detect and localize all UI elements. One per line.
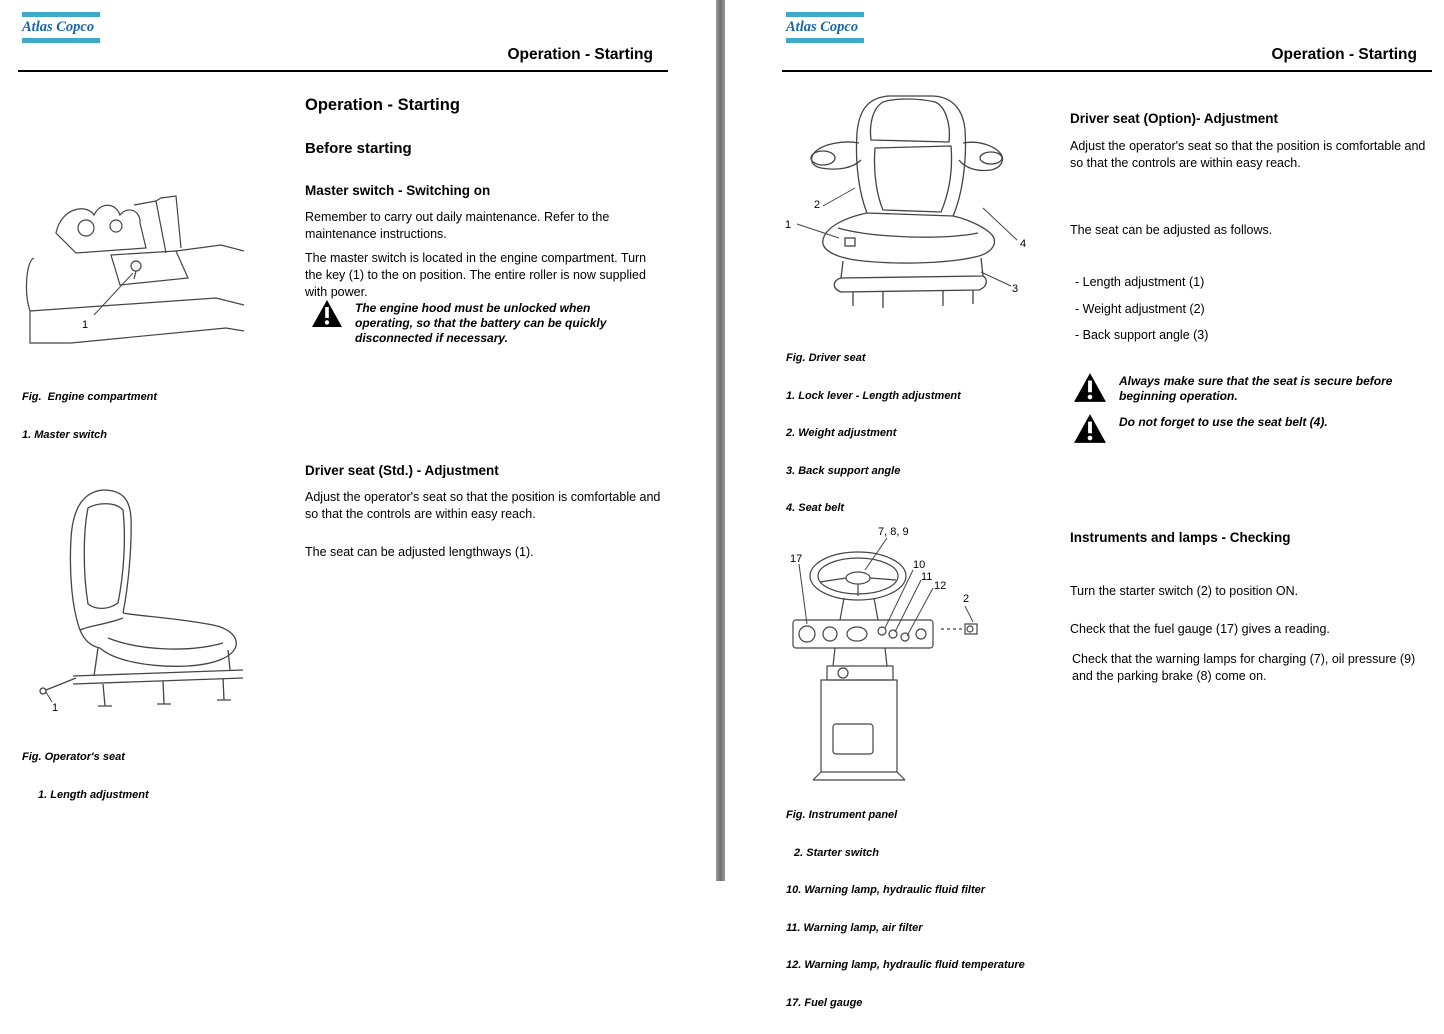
instrument-panel-figure: 7, 8, 9 17 10 11 12 2 xyxy=(783,524,1008,782)
engine-compartment-figure: 1 xyxy=(16,193,244,361)
caption-item: 1. Lock lever - Length adjustment xyxy=(786,389,961,402)
fig-driver-seat-label-3: 3 xyxy=(1012,283,1019,295)
fig-instrument-panel-caption: Fig. Instrument panel 2. Starter switch … xyxy=(786,784,1026,1034)
page-header: Operation - Starting xyxy=(507,46,653,63)
header-rule xyxy=(782,70,1432,72)
driver-seat-option-para1: Adjust the operator's seat so that the p… xyxy=(1070,139,1426,170)
caption-item: 10. Warning lamp, hydraulic fluid filter xyxy=(786,884,986,896)
manual-page-right: Atlas Copco Operation - Starting xyxy=(725,0,1444,1009)
logo-text: Atlas Copco xyxy=(786,19,859,35)
logo-bar-top xyxy=(22,12,100,17)
caption-item: 17. Fuel gauge xyxy=(786,996,863,1009)
engine-hood-warning: The engine hood must be unlocked when op… xyxy=(311,299,663,346)
caption-item: 2. Starter switch xyxy=(794,846,879,859)
caption-item: 11. Warning lamp, air filter xyxy=(786,921,923,934)
driver-seat-option-heading: Driver seat (Option)- Adjustment xyxy=(1070,111,1279,126)
caption-item: 2. Weight adjustment xyxy=(786,427,897,439)
fig-engine-label-1: 1 xyxy=(82,319,89,331)
driver-seat-option-para2: The seat can be adjusted as follows. xyxy=(1070,223,1273,237)
fig-driver-seat-label-4: 4 xyxy=(1020,238,1027,250)
operator-seat-drawing xyxy=(39,489,244,707)
driver-seat-std-para2: The seat can be adjusted lengthways (1). xyxy=(305,545,534,559)
fig-driver-seat-caption: Fig. Driver seat 1. Lock lever - Length … xyxy=(786,327,1036,540)
atlas-copco-logo: Atlas Copco xyxy=(22,12,100,43)
caption-title: Fig. Driver seat xyxy=(786,352,866,364)
instruments-heading: Instruments and lamps - Checking xyxy=(1070,530,1291,545)
engine-compartment-drawing xyxy=(25,195,244,344)
fig-driver-seat-label-2: 2 xyxy=(814,199,821,211)
atlas-copco-logo: Atlas Copco xyxy=(786,12,864,43)
seat-belt-warning: Do not forget to use the seat belt (4). xyxy=(1073,413,1429,445)
logo-text: Atlas Copco xyxy=(22,19,95,35)
driver-seat-std-heading: Driver seat (Std.) - Adjustment xyxy=(305,463,499,478)
seat-secure-warning: Always make sure that the seat is secure… xyxy=(1073,372,1429,404)
page-divider xyxy=(716,0,725,881)
driver-seat-std-para1: Adjust the operator's seat so that the p… xyxy=(305,490,661,521)
driver-seat-drawing xyxy=(796,95,1018,308)
adjustment-item: - Length adjustment (1) xyxy=(1075,275,1205,289)
section-title: Operation - Starting xyxy=(305,96,460,114)
before-starting-heading: Before starting xyxy=(305,140,412,157)
master-switch-para2: The master switch is located in the engi… xyxy=(305,251,647,299)
master-switch-heading: Master switch - Switching on xyxy=(305,183,491,198)
fig-panel-label-789: 7, 8, 9 xyxy=(878,526,909,538)
fig-panel-label-17: 17 xyxy=(790,553,803,565)
manual-page-left: Atlas Copco Operation - Starting Operati… xyxy=(0,0,717,881)
instrument-panel-drawing xyxy=(792,537,978,781)
instruments-para3: Check that the warning lamps for chargin… xyxy=(1072,652,1416,683)
fig-operator-seat-label-1: 1 xyxy=(52,702,59,714)
caption-title: Fig. Operator's seat xyxy=(22,751,125,763)
instruments-para1: Turn the starter switch (2) to position … xyxy=(1070,584,1299,598)
caption-item: 12. Warning lamp, hydraulic fluid temper… xyxy=(786,959,1025,971)
adjustment-item: - Back support angle (3) xyxy=(1075,328,1209,342)
fig-engine-caption: Fig. Engine compartment 1. Master switch xyxy=(22,366,272,466)
fig-panel-label-2: 2 xyxy=(963,593,970,605)
header-rule xyxy=(18,70,668,72)
warning-text: The engine hood must be unlocked when op… xyxy=(355,301,607,345)
instruments-para2: Check that the fuel gauge (17) gives a r… xyxy=(1070,622,1330,636)
master-switch-para1: Remember to carry out daily maintenance.… xyxy=(305,210,610,241)
warning-icon xyxy=(312,300,342,327)
adjustment-item: - Weight adjustment (2) xyxy=(1075,302,1205,316)
fig-panel-label-10: 10 xyxy=(913,559,926,571)
caption-title: Fig. Instrument panel xyxy=(786,809,898,821)
logo-bar-bottom xyxy=(22,38,100,43)
fig-panel-label-12: 12 xyxy=(934,580,947,592)
caption-item: 3. Back support angle xyxy=(786,464,901,477)
caption-title: Fig. Engine compartment xyxy=(22,391,158,403)
logo-bar-top xyxy=(786,12,864,17)
fig-driver-seat-label-1: 1 xyxy=(785,219,792,231)
caption-item: 1. Length adjustment xyxy=(38,788,149,801)
fig-operator-seat-caption: Fig. Operator's seat 1. Length adjustmen… xyxy=(22,726,272,826)
warning-text: Always make sure that the seat is secure… xyxy=(1119,374,1393,403)
fig-panel-label-11: 11 xyxy=(921,571,933,583)
warning-text: Do not forget to use the seat belt (4). xyxy=(1119,415,1328,429)
operator-seat-figure: 1 xyxy=(28,478,268,718)
page-header: Operation - Starting xyxy=(1271,46,1417,63)
warning-icon xyxy=(1074,414,1106,443)
warning-icon xyxy=(1074,373,1106,402)
driver-seat-figure: 2 1 4 3 xyxy=(783,88,1038,326)
logo-bar-bottom xyxy=(786,38,864,43)
caption-item: 4. Seat belt xyxy=(786,502,845,514)
caption-item: 1. Master switch xyxy=(22,428,107,441)
